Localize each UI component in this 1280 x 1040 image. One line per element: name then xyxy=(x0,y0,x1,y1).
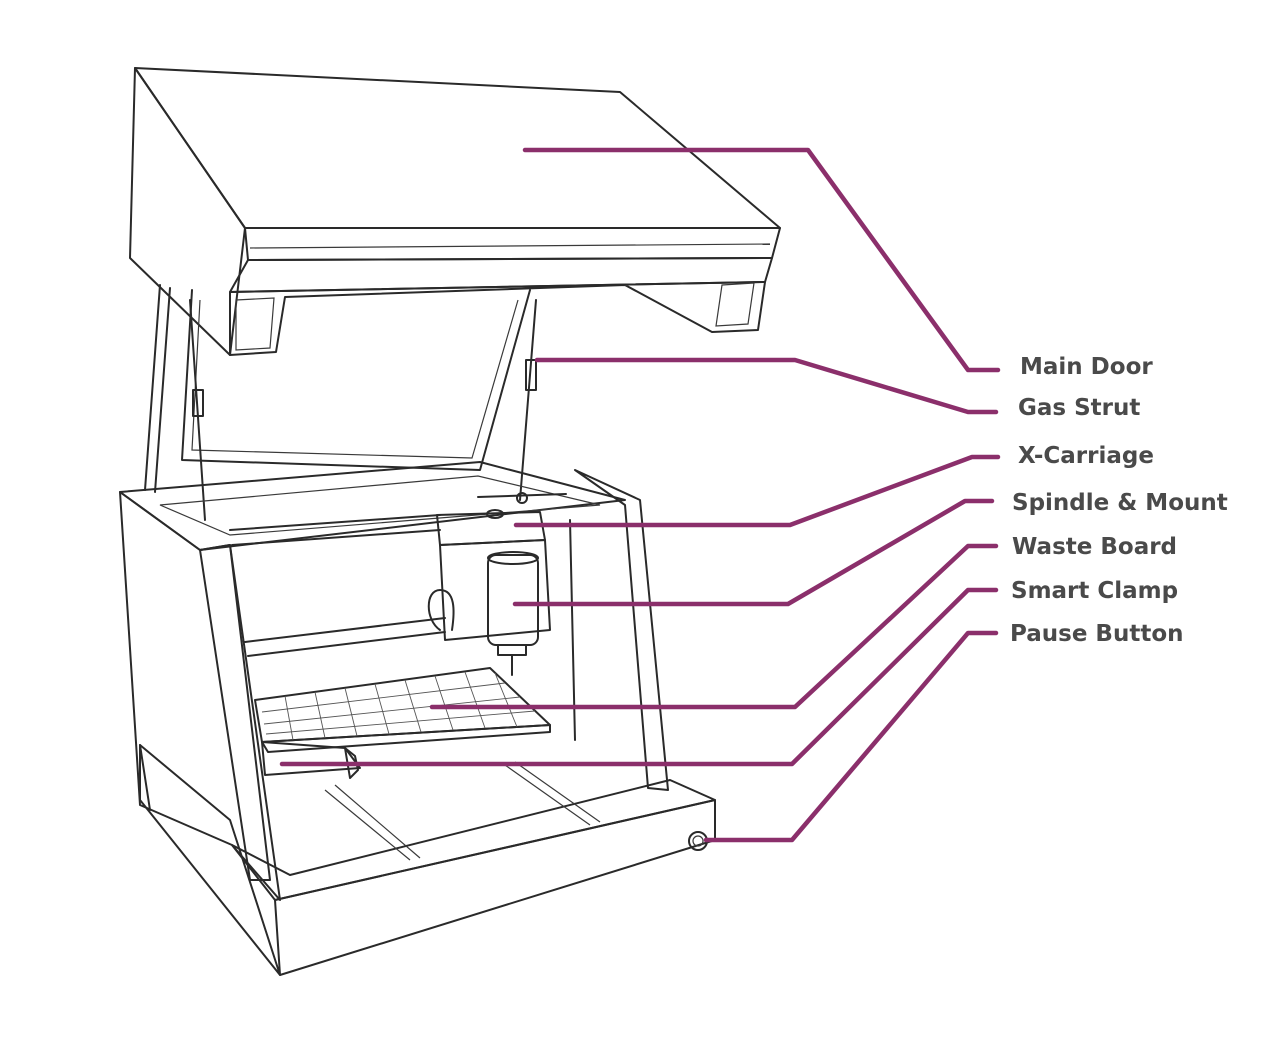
leader-x-carriage xyxy=(513,454,1001,528)
label-spindle-mount: Spindle & Mount xyxy=(1012,490,1228,516)
carriage-and-spindle xyxy=(427,509,551,676)
label-gas-strut: Gas Strut xyxy=(1018,395,1140,421)
gas-strut-drawing xyxy=(189,299,537,521)
door-window-frame xyxy=(144,284,531,493)
waste-board-grid xyxy=(261,671,536,741)
leader-pause-button xyxy=(703,630,999,843)
label-waste-board: Waste Board xyxy=(1012,534,1177,560)
leader-smart-clamp xyxy=(279,587,999,767)
leader-lines xyxy=(279,147,1001,843)
label-smart-clamp: Smart Clamp xyxy=(1011,578,1178,604)
leader-spindle-mount xyxy=(512,498,995,607)
label-pause-button: Pause Button xyxy=(1010,621,1184,647)
label-x-carriage: X-Carriage xyxy=(1018,443,1154,469)
smart-clamp-drawing xyxy=(261,741,361,779)
leader-main-door xyxy=(522,147,1001,373)
gantry-rails xyxy=(229,493,567,657)
label-main-door: Main Door xyxy=(1020,354,1153,380)
leader-waste-board xyxy=(429,543,999,710)
main-door-drawing xyxy=(129,67,781,356)
waste-board-drawing xyxy=(254,667,551,753)
enclosure-body xyxy=(119,461,716,976)
leader-gas-strut xyxy=(534,357,999,415)
callout-labels: Main Door Gas Strut X-Carriage Spindle &… xyxy=(1010,354,1228,647)
machine-illustration xyxy=(119,67,781,976)
